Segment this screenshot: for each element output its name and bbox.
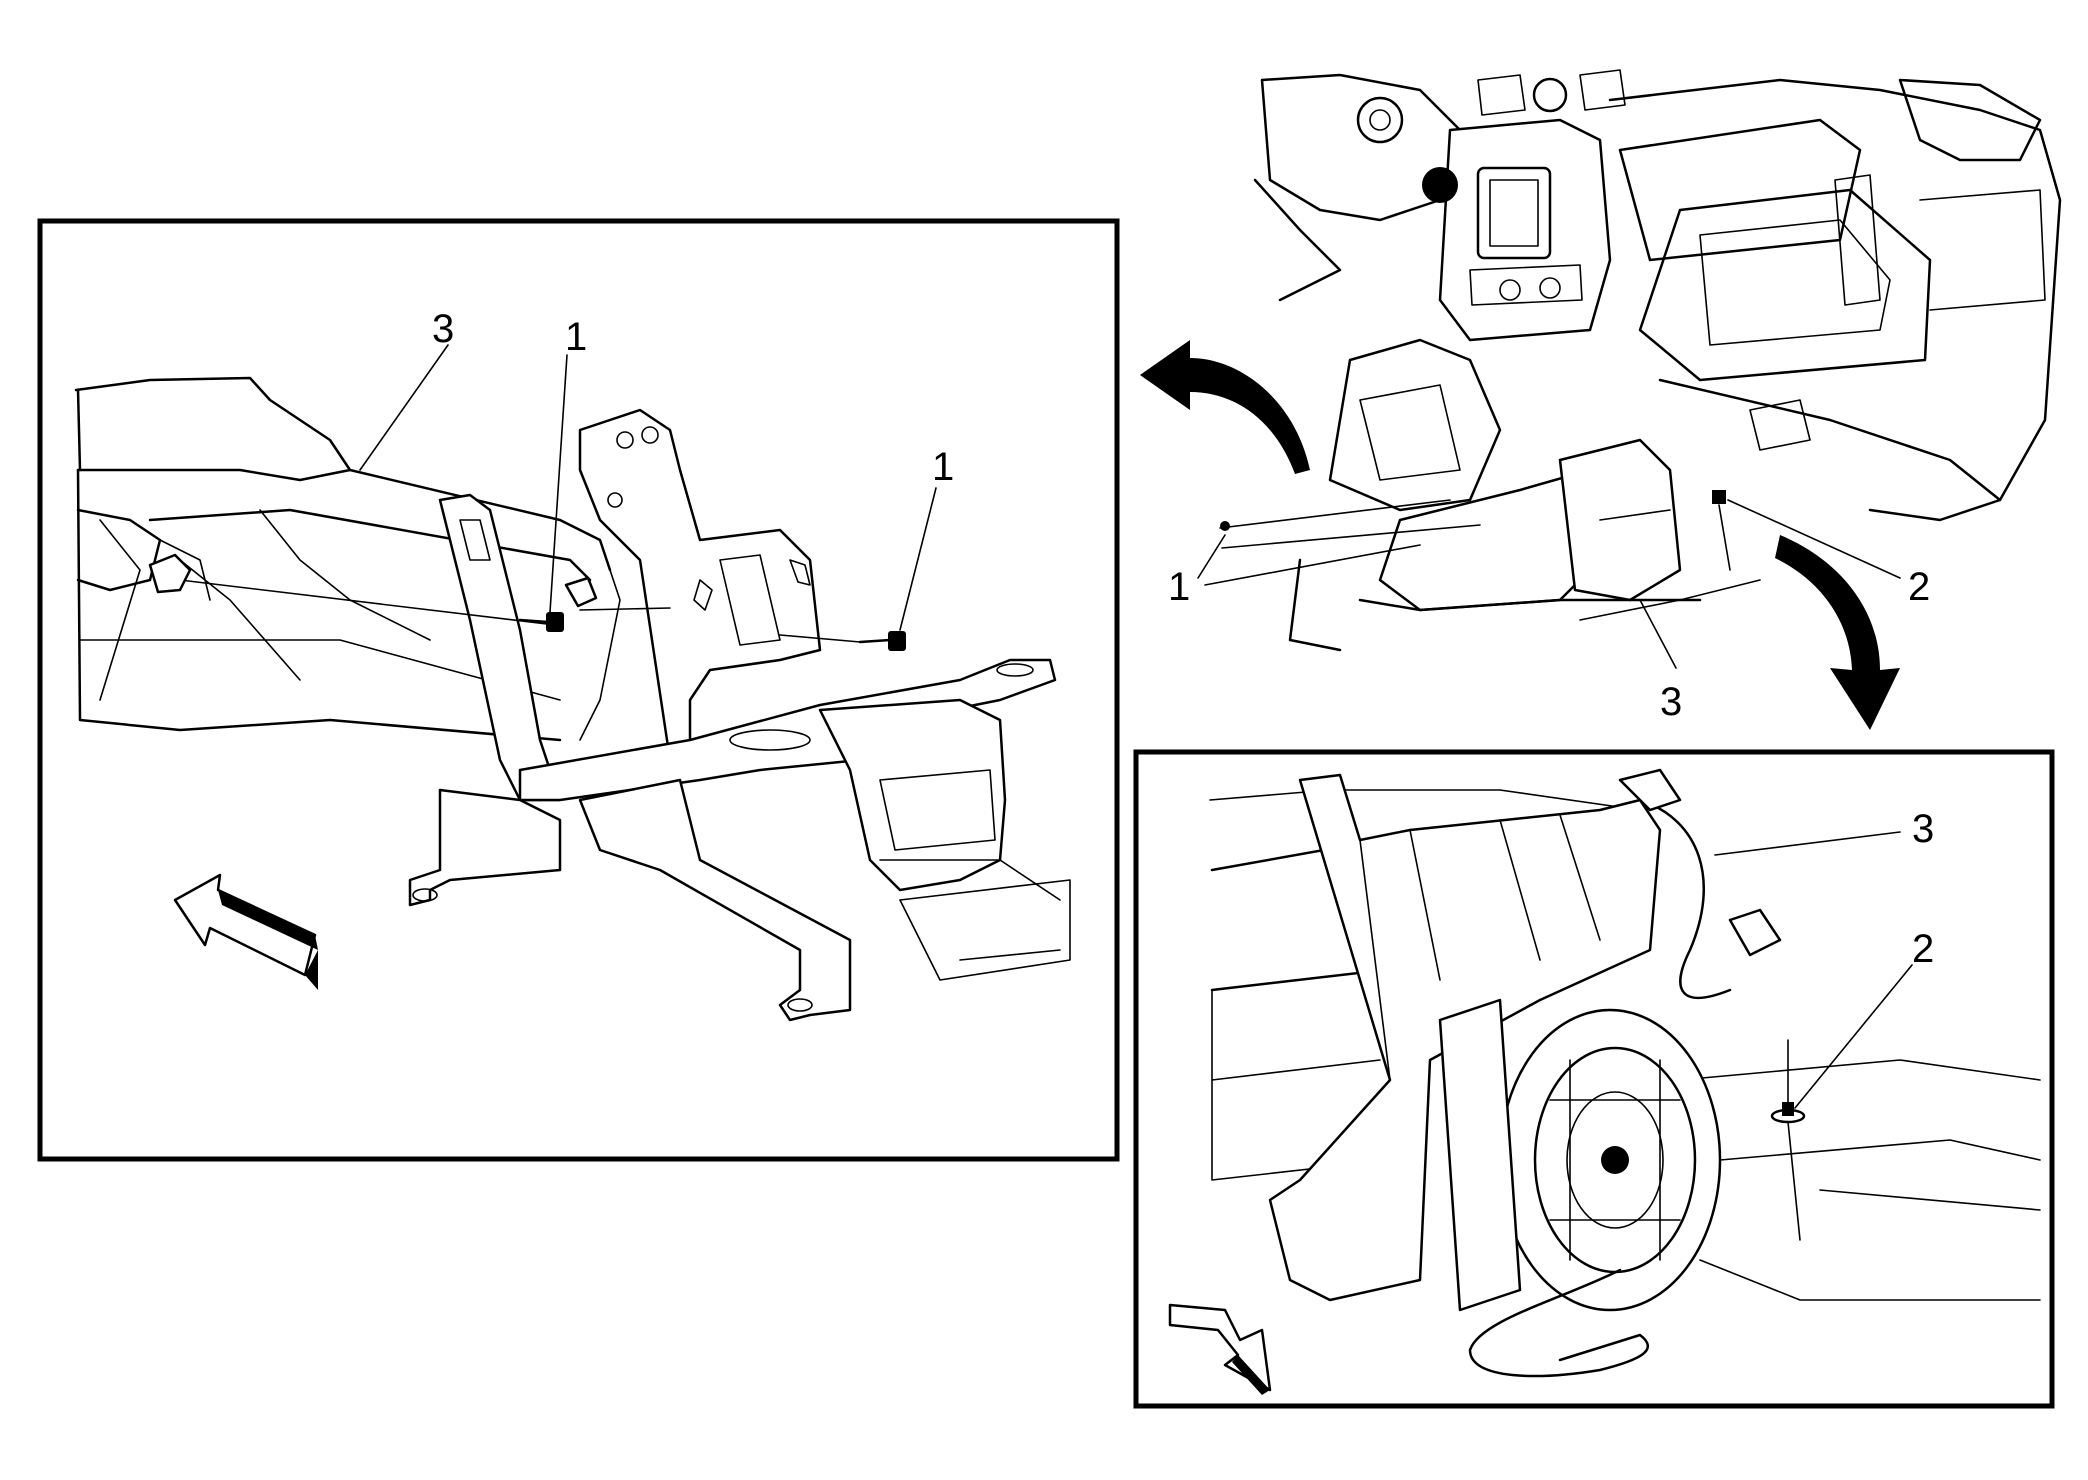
- leader-top-3: [1639, 599, 1677, 669]
- callout-bottom-3: 3: [1912, 807, 1934, 851]
- bolt-right: [858, 631, 906, 651]
- hvac-duct-drawing: [74, 376, 621, 742]
- bolt-center: [518, 612, 564, 632]
- fasteners-drawing: [148, 553, 906, 651]
- base-bracket-drawing: [408, 658, 1071, 1022]
- front-direction-arrow-icon-bottom: [1168, 1303, 1272, 1395]
- leader-top-1a: [1197, 534, 1226, 579]
- leader-left-1b: [899, 487, 937, 631]
- leader-bottom-2: [1794, 964, 1913, 1109]
- callout-top-3: 3: [1660, 680, 1682, 724]
- callout-top-1: 1: [1168, 565, 1190, 609]
- removal-arrow-icon: [1140, 340, 1310, 474]
- module-assembly-drawing: [1209, 768, 2041, 1378]
- left-detail-frame: [37, 218, 1120, 1162]
- bottom-detail-panel: 3 2: [1133, 749, 2055, 1409]
- clip-left: [148, 553, 192, 594]
- leader-top-1b: [1204, 544, 1421, 586]
- clip-top: [1712, 490, 1726, 504]
- clip-center: [564, 576, 598, 608]
- callout-top-2: 2: [1908, 565, 1930, 609]
- callout-left-3: 3: [432, 307, 454, 351]
- leader-left-1a: [549, 354, 568, 613]
- top-overview-panel: 1 2 3: [1140, 69, 2062, 730]
- callout-bottom-2: 2: [1912, 927, 1934, 971]
- front-direction-arrow-icon: [173, 873, 318, 990]
- clip-bottom: [1770, 1039, 1806, 1241]
- leader-top-2: [1727, 499, 1901, 579]
- instrument-panel-drawing: [1219, 69, 2062, 652]
- callout-left-1b: 1: [932, 445, 954, 489]
- left-detail-panel: 3 1 1: [37, 218, 1120, 1162]
- removal-arrow-icon-lower: [1775, 535, 1900, 730]
- mounting-bracket-drawing: [438, 408, 822, 802]
- callout-left-1a: 1: [565, 315, 587, 359]
- leader-left-3: [359, 344, 449, 471]
- leader-bottom-3: [1714, 831, 1901, 856]
- bottom-detail-frame: [1133, 749, 2055, 1409]
